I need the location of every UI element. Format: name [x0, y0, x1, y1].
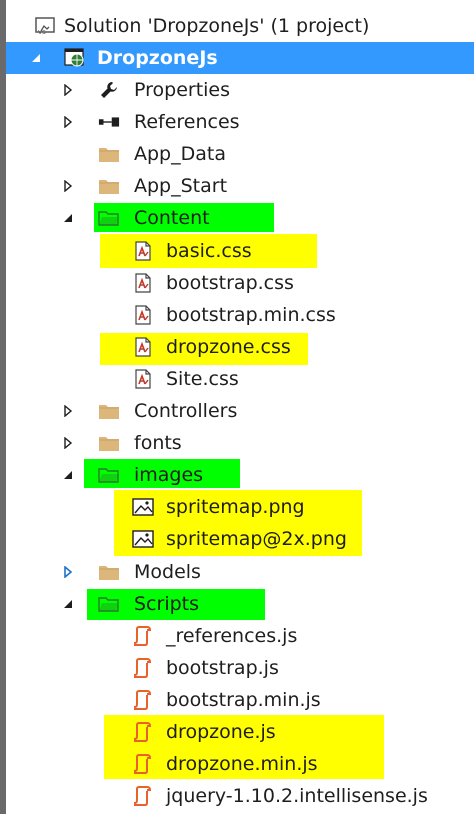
highlight-content — [94, 203, 274, 232]
expand-arrow-icon[interactable] — [60, 395, 76, 427]
tree-item-label: dropzone.css — [166, 336, 291, 358]
tree-item-label: App_Data — [134, 143, 226, 165]
tree-item-label: _references.js — [166, 625, 298, 647]
tree-item-label: images — [134, 464, 204, 486]
tree-item-label: Scripts — [134, 593, 200, 615]
css-file-icon — [132, 368, 154, 390]
tree-item-label: Models — [134, 561, 201, 583]
expand-arrow-icon[interactable] — [60, 427, 76, 459]
folder-icon — [98, 561, 120, 583]
highlight-dropzone-css — [100, 333, 308, 365]
tree-item-label: Controllers — [134, 400, 238, 422]
tree-item-label: Site.css — [166, 368, 239, 390]
folder-open-icon — [98, 207, 120, 229]
expand-arrow-icon[interactable] — [28, 42, 44, 74]
wrench-icon — [98, 79, 120, 101]
css-file-icon — [132, 304, 154, 326]
tree-item-label: Properties — [134, 79, 231, 101]
solution-icon: vs — [34, 15, 56, 37]
tree-item-label: bootstrap.css — [166, 272, 294, 294]
expand-arrow-icon[interactable] — [60, 170, 76, 202]
tree-item-label: basic.css — [166, 240, 252, 262]
collapse-arrow-icon[interactable] — [60, 202, 76, 234]
js-file-icon — [132, 753, 154, 775]
js-file-icon — [132, 625, 154, 647]
image-file-icon — [132, 496, 154, 518]
image-file-icon — [132, 528, 154, 550]
tree-item-label: bootstrap.min.css — [166, 304, 336, 326]
solution-label: Solution 'DropzoneJs' (1 project) — [64, 15, 370, 37]
collapse-arrow-icon[interactable] — [60, 459, 76, 491]
folder-open-icon — [98, 593, 120, 615]
folder-icon — [98, 400, 120, 422]
highlight-images — [84, 459, 240, 488]
tree-item-label: References — [134, 111, 240, 133]
css-file-icon — [132, 336, 154, 358]
js-file-icon — [132, 721, 154, 743]
tree-item-label: jquery-1.10.2.intellisense.js — [166, 785, 428, 807]
tree-item-label: spritemap@2x.png — [166, 528, 347, 550]
tree-item-label: fonts — [134, 432, 182, 454]
tree-item-label: bootstrap.js — [166, 657, 279, 679]
folder-icon — [98, 175, 120, 197]
folder-icon — [98, 432, 120, 454]
folder-icon — [98, 143, 120, 165]
expand-arrow-icon[interactable] — [60, 74, 76, 106]
project-selection — [6, 42, 474, 74]
collapse-arrow-icon[interactable] — [60, 588, 76, 620]
left-edge-bar — [0, 0, 6, 814]
tree-item-label: spritemap.png — [166, 496, 305, 518]
css-file-icon — [132, 240, 154, 262]
tree-item-label: Content — [134, 207, 210, 229]
folder-open-icon — [98, 464, 120, 486]
js-file-icon — [132, 689, 154, 711]
references-icon — [98, 111, 120, 133]
js-file-icon — [132, 657, 154, 679]
highlight-spritemap — [114, 490, 362, 556]
project-label: DropzoneJs — [97, 47, 218, 69]
css-file-icon — [132, 272, 154, 294]
web-project-icon — [64, 47, 86, 69]
tree-item-label: bootstrap.min.js — [166, 689, 321, 711]
tree-item-label: dropzone.js — [166, 721, 276, 743]
expand-arrow-icon[interactable] — [60, 556, 76, 588]
highlight-scripts — [87, 589, 265, 620]
tree-item-label: App_Start — [134, 175, 228, 197]
svg-text:vs: vs — [38, 28, 46, 35]
js-file-icon — [132, 785, 154, 807]
tree-item-label: dropzone.min.js — [166, 753, 318, 775]
expand-arrow-icon[interactable] — [60, 106, 76, 138]
